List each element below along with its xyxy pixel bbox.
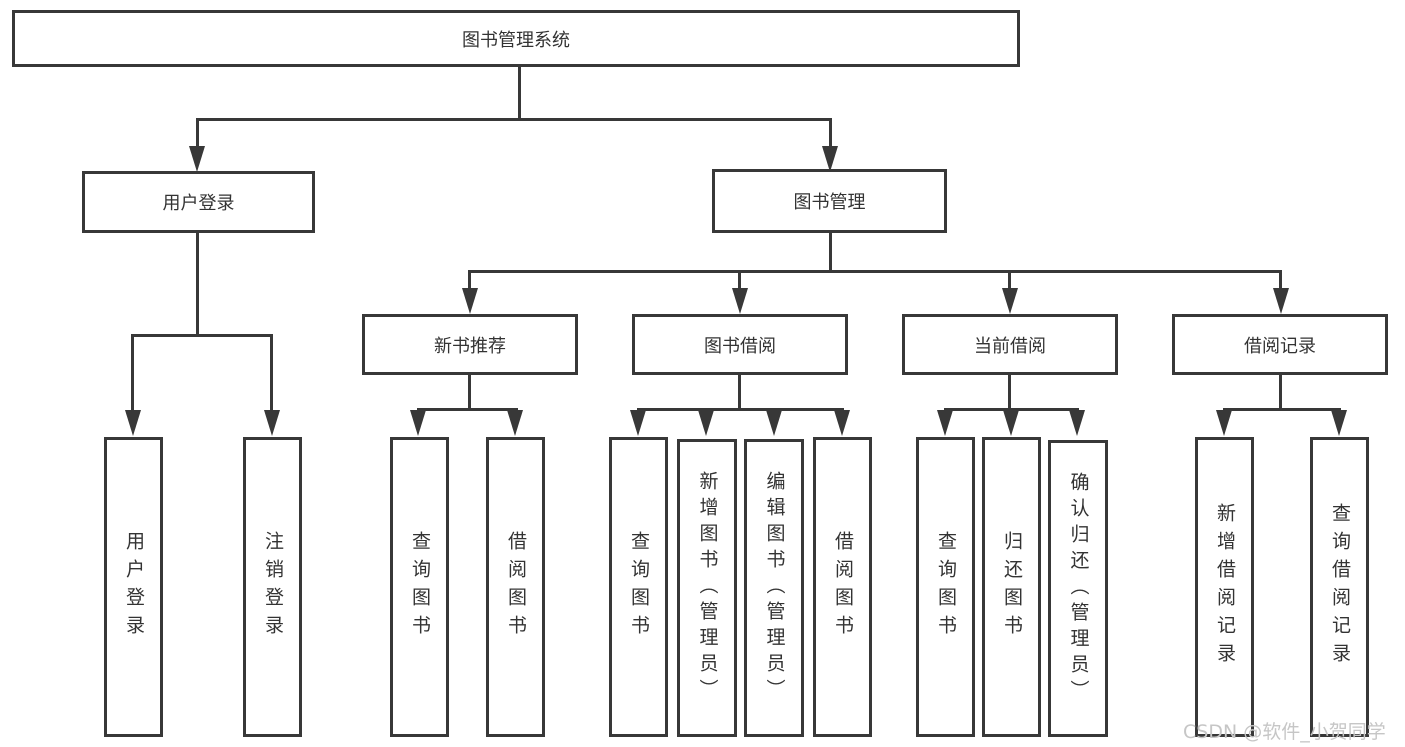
arrow-down-icon — [507, 410, 523, 436]
leaf-query-borrow-record-label: 查询借阅记录 — [1329, 503, 1351, 671]
edge-new-book-rec-stub — [468, 375, 471, 411]
leaf-logout: 注销登录 — [243, 437, 302, 737]
edge-book-mgmt-drop-1 — [468, 270, 471, 290]
arrow-down-icon — [630, 410, 646, 436]
arrow-down-icon — [1216, 410, 1232, 436]
leaf-user-login-label: 用户登录 — [123, 531, 145, 643]
leaf-edit-book-admin: 编辑图书（管理员） — [744, 439, 804, 737]
node-book-borrow-label: 图书借阅 — [704, 335, 776, 357]
leaf-edit-book-admin-label: 编辑图书（管理员） — [763, 471, 786, 705]
arrow-down-icon — [125, 410, 141, 436]
edge-book-borrow-stub — [738, 375, 741, 411]
arrow-down-icon — [1331, 410, 1347, 436]
edge-book-mgmt-drop-2 — [738, 270, 741, 290]
leaf-add-book-admin: 新增图书（管理员） — [677, 439, 737, 737]
edge-root-stub — [518, 64, 521, 120]
leaf-borrow-book-2: 借阅图书 — [813, 437, 872, 737]
leaf-query-book-3-label: 查询图书 — [935, 531, 957, 643]
edge-borrow-records-stub — [1279, 375, 1282, 411]
edge-current-borrow-branch — [944, 408, 1079, 411]
csdn-watermark: CSDN @软件_小贺同学 — [1183, 721, 1386, 743]
node-borrow-records-label: 借阅记录 — [1244, 335, 1316, 357]
leaf-query-borrow-record: 查询借阅记录 — [1310, 437, 1369, 737]
arrow-down-icon — [1002, 288, 1018, 314]
node-current-borrow-label: 当前借阅 — [974, 335, 1046, 357]
arrow-down-icon — [410, 410, 426, 436]
leaf-add-book-admin-label: 新增图书（管理员） — [696, 471, 719, 705]
arrow-down-icon — [1069, 410, 1085, 436]
leaf-logout-label: 注销登录 — [262, 531, 284, 643]
edge-root-drop-left — [196, 118, 199, 150]
node-borrow-records: 借阅记录 — [1172, 314, 1388, 375]
leaf-query-book-2: 查询图书 — [609, 437, 668, 737]
arrow-down-icon — [1273, 288, 1289, 314]
edge-book-mgmt-drop-3 — [1008, 270, 1011, 290]
arrow-down-icon — [766, 410, 782, 436]
edge-book-borrow-branch — [637, 408, 844, 411]
edge-book-mgmt-stub — [829, 233, 832, 273]
node-root-label: 图书管理系统 — [462, 29, 570, 51]
edge-book-mgmt-drop-4 — [1279, 270, 1282, 290]
node-new-book-rec-label: 新书推荐 — [434, 335, 506, 357]
node-book-mgmt-label: 图书管理 — [793, 192, 866, 213]
edge-book-mgmt-branch — [468, 270, 1282, 273]
node-book-mgmt: 图书管理 — [712, 169, 947, 233]
edge-borrow-records-branch — [1223, 408, 1341, 411]
leaf-borrow-book-1: 借阅图书 — [486, 437, 545, 737]
node-current-borrow: 当前借阅 — [902, 314, 1118, 375]
arrow-down-icon — [822, 146, 838, 172]
edge-user-login-drop-1 — [131, 334, 134, 411]
arrow-down-icon — [732, 288, 748, 314]
edge-user-login-branch — [131, 334, 273, 337]
arrow-down-icon — [937, 410, 953, 436]
node-new-book-rec: 新书推荐 — [362, 314, 578, 375]
leaf-borrow-book-1-label: 借阅图书 — [505, 531, 527, 643]
leaf-user-login: 用户登录 — [104, 437, 163, 737]
arrow-down-icon — [189, 146, 205, 172]
leaf-query-book-1-label: 查询图书 — [409, 531, 431, 643]
edge-root-drop-right — [829, 118, 832, 150]
arrow-down-icon — [462, 288, 478, 314]
node-book-borrow: 图书借阅 — [632, 314, 848, 375]
edge-current-borrow-stub — [1008, 375, 1011, 411]
leaf-query-book-2-label: 查询图书 — [628, 531, 650, 643]
node-user-login-label: 用户登录 — [162, 193, 235, 214]
node-user-login: 用户登录 — [82, 171, 315, 233]
arrow-down-icon — [264, 410, 280, 436]
edge-user-login-stub — [196, 233, 199, 337]
leaf-return-book: 归还图书 — [982, 437, 1041, 737]
edge-root-branch — [196, 118, 832, 121]
leaf-borrow-book-2-label: 借阅图书 — [832, 531, 854, 643]
edge-new-book-rec-branch — [417, 408, 518, 411]
leaf-confirm-return-admin: 确认归还（管理员） — [1048, 440, 1108, 737]
leaf-confirm-return-admin-label: 确认归还（管理员） — [1067, 471, 1090, 706]
arrow-down-icon — [1003, 410, 1019, 436]
leaf-query-book-1: 查询图书 — [390, 437, 449, 737]
arrow-down-icon — [698, 410, 714, 436]
arrow-down-icon — [834, 410, 850, 436]
node-root: 图书管理系统 — [12, 10, 1020, 67]
leaf-add-borrow-record: 新增借阅记录 — [1195, 437, 1254, 737]
leaf-query-book-3: 查询图书 — [916, 437, 975, 737]
leaf-add-borrow-record-label: 新增借阅记录 — [1214, 503, 1236, 671]
leaf-return-book-label: 归还图书 — [1001, 531, 1023, 643]
edge-user-login-drop-2 — [270, 334, 273, 411]
